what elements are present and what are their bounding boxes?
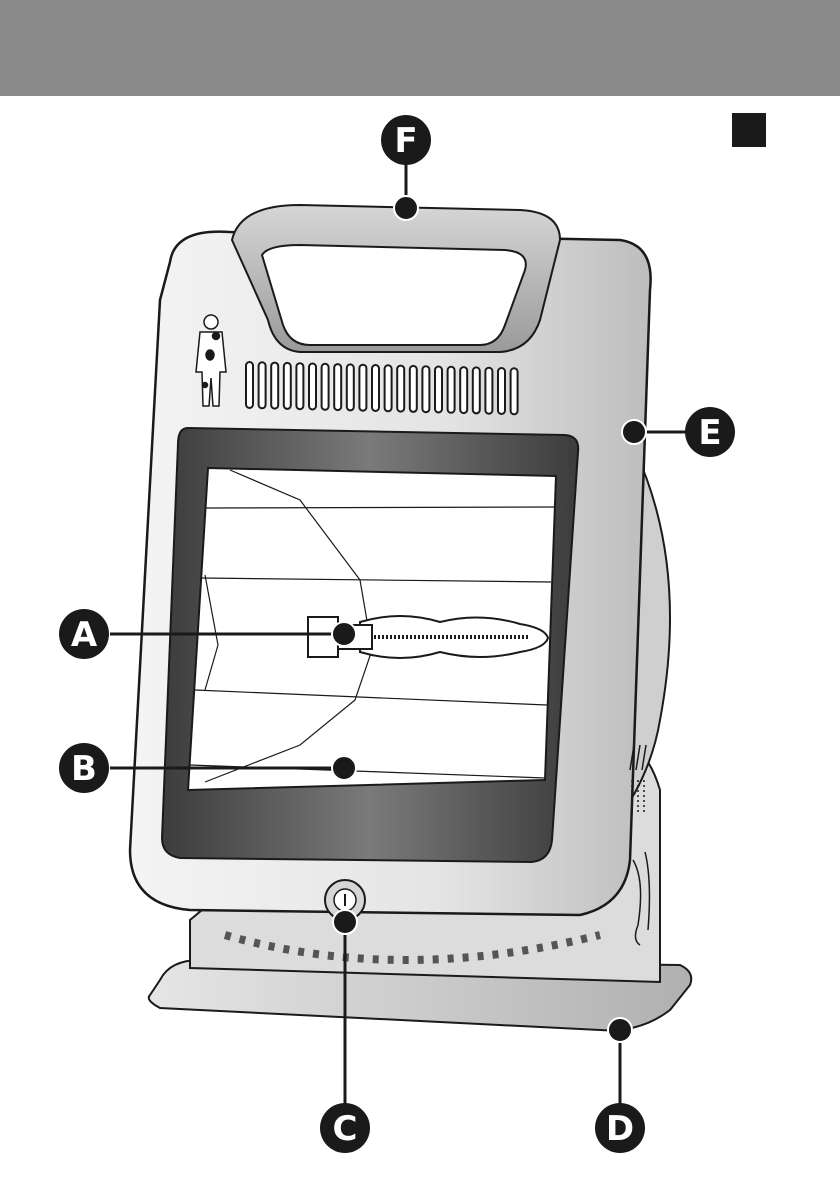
vent-slot bbox=[511, 368, 518, 414]
vent-slot bbox=[347, 364, 354, 410]
corner-marker bbox=[732, 113, 766, 147]
vent-slot bbox=[296, 363, 303, 409]
vent-slot bbox=[435, 367, 442, 413]
vent-slot bbox=[322, 364, 329, 410]
vent-slot bbox=[498, 368, 505, 414]
vent-slot bbox=[448, 367, 455, 413]
vent-slot bbox=[309, 364, 316, 410]
callout-badge-f: F bbox=[381, 115, 431, 165]
callout-badge-c: C bbox=[320, 1103, 370, 1153]
callout-label-f: F bbox=[394, 121, 417, 161]
callout-label-d: D bbox=[606, 1109, 634, 1149]
callout-badge-d: D bbox=[595, 1103, 645, 1153]
vent-slot bbox=[372, 365, 379, 411]
callout-badge-b: B bbox=[59, 743, 109, 793]
callout-badge-a: A bbox=[59, 609, 109, 659]
vent-slot bbox=[246, 362, 253, 408]
vent-slot bbox=[473, 367, 480, 413]
vent-slot bbox=[485, 368, 492, 414]
callout-label-c: C bbox=[333, 1109, 358, 1149]
vent-slot bbox=[422, 366, 429, 412]
vent-slot bbox=[385, 365, 392, 411]
vent-slot bbox=[410, 366, 417, 412]
vent-slot bbox=[284, 363, 291, 409]
callout-label-b: B bbox=[71, 749, 97, 789]
handle-opening bbox=[262, 245, 526, 345]
vent-slot bbox=[359, 365, 366, 411]
callout-label-e: E bbox=[698, 413, 721, 453]
vent-slot bbox=[460, 367, 467, 413]
vent-slot bbox=[259, 362, 266, 408]
vent-slot bbox=[397, 366, 404, 412]
vent-slot bbox=[271, 363, 278, 409]
callout-badge-e: E bbox=[685, 407, 735, 457]
vent-slot bbox=[334, 364, 341, 410]
callout-label-a: A bbox=[71, 615, 98, 655]
